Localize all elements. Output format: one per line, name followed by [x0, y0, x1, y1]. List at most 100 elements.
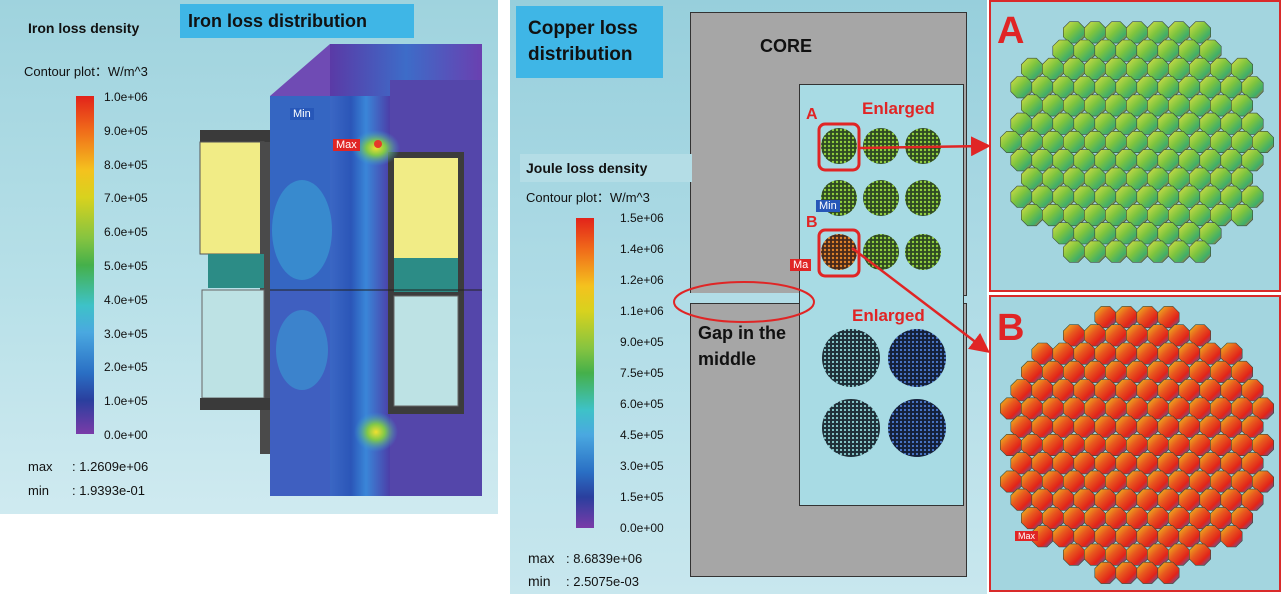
strand-hexagon [1241, 112, 1264, 135]
strand-hexagon [1136, 222, 1159, 245]
zoom-b-max-marker: Max [1015, 531, 1039, 541]
copper-min-marker: Min [816, 200, 840, 212]
strand-hexagon [1241, 149, 1264, 172]
strand-hexagon [1115, 149, 1138, 172]
strand-hexagon [1105, 21, 1127, 44]
strand-hexagon [1000, 131, 1023, 153]
strand-hexagon [1073, 379, 1096, 402]
strand-hexagon [1157, 185, 1180, 208]
strand-hexagon [1168, 94, 1190, 117]
strand-hexagon [1052, 525, 1075, 548]
strand-hexagon [1094, 561, 1117, 584]
strand-hexagon [1210, 204, 1232, 227]
strand-hexagon [1231, 360, 1254, 383]
copper-tick-label: 7.5e+05 [620, 366, 664, 380]
strand-hexagon [1041, 94, 1064, 117]
strand-hexagon [1115, 112, 1138, 135]
strand-hexagon [1231, 397, 1254, 420]
strand-hexagon [1126, 94, 1148, 117]
strand-hexagon [1115, 488, 1138, 511]
strand-hexagon [1178, 525, 1201, 548]
strand-hexagon [1136, 112, 1159, 135]
strand-hexagon [1147, 57, 1169, 80]
strand-hexagon [1063, 21, 1085, 44]
strand-hexagon [1073, 415, 1096, 438]
iron-tick-label: 1.0e+06 [104, 90, 148, 104]
strand-hexagon [1189, 57, 1211, 80]
iron-tick-label: 6.0e+05 [104, 225, 148, 240]
strand-hexagon [1063, 94, 1085, 117]
strand-hexagon [1178, 452, 1201, 475]
strand-hexagon [1063, 507, 1085, 530]
iron-tick-label: 3.0e+05 [104, 326, 148, 341]
strand-hexagon [1147, 131, 1169, 153]
strand-hexagon [1220, 415, 1243, 438]
strand-hexagon [1199, 39, 1222, 62]
strand-hexagon [1052, 185, 1075, 208]
iron-max-label: max [28, 459, 53, 474]
conductor-bundles [817, 122, 946, 457]
strand-hexagon [1189, 434, 1211, 456]
strand-hexagon [1126, 131, 1148, 153]
strand-hexagon [1105, 507, 1127, 530]
strand-hexagon [1063, 324, 1085, 347]
strand-hexagon [1136, 306, 1159, 329]
strand-hexagon [1073, 222, 1096, 245]
strand-hexagon [1041, 507, 1064, 530]
gap-label: Gap in the middle [698, 320, 786, 372]
iron-loss-panel: Iron loss distribution Iron loss density… [0, 0, 498, 514]
strand-hexagon [1073, 342, 1096, 365]
strand-hexagon [1126, 543, 1148, 566]
strand-hexagon [1168, 507, 1190, 530]
strand-hexagon [1105, 470, 1127, 493]
strand-hexagon [1020, 167, 1044, 190]
strand-hexagon [1115, 39, 1138, 62]
copper-tick-label: 4.5e+05 [620, 428, 664, 442]
strand-hexagon [1168, 167, 1190, 190]
strand-hexagon [1157, 452, 1180, 475]
strand-hexagon [1178, 149, 1201, 172]
copper-title-line1: Copper loss [528, 18, 638, 39]
strand-hexagon [1000, 397, 1023, 420]
strand-hexagon [1126, 397, 1148, 420]
strand-hexagon [1105, 131, 1127, 153]
strand-hexagon [1220, 488, 1243, 511]
strand-hexagon [1094, 342, 1117, 365]
strand-hexagon [1178, 488, 1201, 511]
strand-hexagon [1189, 167, 1211, 190]
strand-hexagon [1168, 360, 1190, 383]
strand-hexagon [1231, 57, 1254, 80]
strand-hexagon [1041, 360, 1064, 383]
strand-hexagon [1231, 131, 1254, 153]
copper-legend-title-box [520, 154, 692, 182]
strand-hexagon [1210, 507, 1232, 530]
strand-hexagon [1126, 470, 1148, 493]
strand-hexagon [1063, 434, 1085, 456]
strand-hexagon [1168, 543, 1190, 566]
copper-color-bar [576, 218, 594, 528]
strand-hexagon [1231, 507, 1254, 530]
strand-hexagon [1073, 76, 1096, 99]
iron-legend-title: Iron loss density [28, 20, 140, 36]
strand-hexagon [1157, 149, 1180, 172]
strand-hexagon [1020, 434, 1044, 456]
strand-hexagon [1126, 240, 1148, 263]
strand-hexagon [1251, 470, 1275, 493]
strand-hexagon [1220, 342, 1243, 365]
strand-hexagon [1251, 131, 1275, 153]
strand-hexagon [1084, 131, 1106, 153]
strand-hexagon [1168, 204, 1190, 227]
strand-hexagon [1178, 415, 1201, 438]
strand-hexagon [1157, 415, 1180, 438]
strand-hexagon [1063, 470, 1085, 493]
strand-hexagon [1126, 204, 1148, 227]
strand-hexagon [1105, 204, 1127, 227]
strand-hexagon [1136, 488, 1159, 511]
strand-hexagon [1084, 94, 1106, 117]
strand-hexagon [1199, 525, 1222, 548]
strand-hexagon [1105, 324, 1127, 347]
strand-hexagon [1073, 39, 1096, 62]
copper-max-label: max [528, 550, 555, 566]
strand-hexagon [1168, 131, 1190, 153]
strand-hexagon [1231, 204, 1254, 227]
